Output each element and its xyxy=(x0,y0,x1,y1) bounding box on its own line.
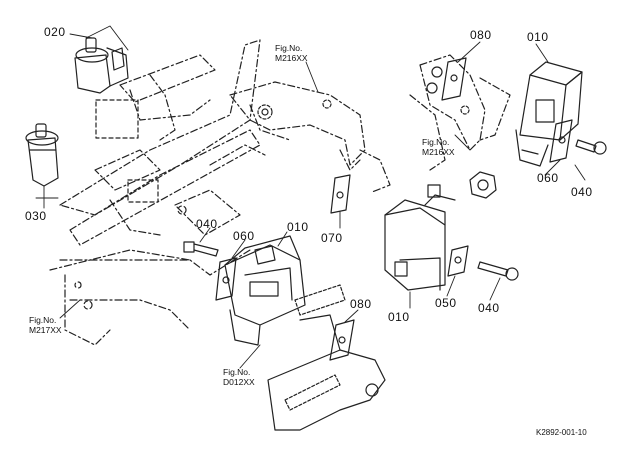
frame-bracket xyxy=(49,39,261,346)
figref-line2: M216XX xyxy=(422,146,455,157)
label-030: 030 xyxy=(25,209,47,223)
figref-line1: Fig.No. xyxy=(223,367,251,377)
label-060-right: 060 xyxy=(537,171,559,185)
screw-040-mid xyxy=(477,261,519,281)
figref-line2: M216XX xyxy=(275,52,308,63)
label-040-right: 040 xyxy=(571,185,593,199)
bottom-bracket xyxy=(267,314,386,431)
label-040-mid: 040 xyxy=(478,301,500,315)
plate-080-top xyxy=(441,57,467,101)
figref-line2: M217XX xyxy=(29,324,62,335)
part-020-switch xyxy=(74,37,129,94)
figref-line1: Fig.No. xyxy=(422,137,450,147)
label-080-top: 080 xyxy=(470,28,492,42)
label-040-left: 040 xyxy=(196,217,218,231)
part-010-middle xyxy=(384,184,456,291)
figref-line1: Fig.No. xyxy=(29,315,57,325)
plate-080-lower xyxy=(329,319,355,361)
part-030-switch xyxy=(25,123,59,187)
center-bracket xyxy=(209,81,391,193)
bottom-bracket-slots xyxy=(284,284,346,411)
figref-m216-top: Fig.No. M216XX xyxy=(275,43,308,64)
figref-d012: Fig.No. D012XX xyxy=(223,367,255,388)
label-010-middle: 010 xyxy=(388,310,410,324)
nut-part xyxy=(469,171,497,199)
label-050: 050 xyxy=(435,296,457,310)
drawing-id: K2892-001-10 xyxy=(536,428,587,437)
label-080-lower: 080 xyxy=(350,297,372,311)
figref-line2: D012XX xyxy=(223,376,255,387)
frame-cutouts xyxy=(74,99,187,310)
part-010-top xyxy=(515,61,583,167)
part-010-lower xyxy=(224,235,306,346)
screw-040-left xyxy=(183,241,219,257)
plate-060-right xyxy=(549,119,573,163)
plate-050 xyxy=(447,245,469,277)
figref-m217: Fig.No. M217XX xyxy=(29,315,62,336)
label-070: 070 xyxy=(321,231,343,245)
label-060-lower: 060 xyxy=(233,229,255,243)
figref-line1: Fig.No. xyxy=(275,43,303,53)
plate-070 xyxy=(330,174,351,214)
plate-060-lower xyxy=(215,257,237,301)
right-bracket xyxy=(409,54,511,171)
label-010-lower: 010 xyxy=(287,220,309,234)
screw-040-right xyxy=(575,139,607,155)
label-010-top: 010 xyxy=(527,30,549,44)
label-020: 020 xyxy=(44,25,66,39)
figref-m216-right: Fig.No. M216XX xyxy=(422,137,455,158)
leader-lines xyxy=(35,25,586,369)
